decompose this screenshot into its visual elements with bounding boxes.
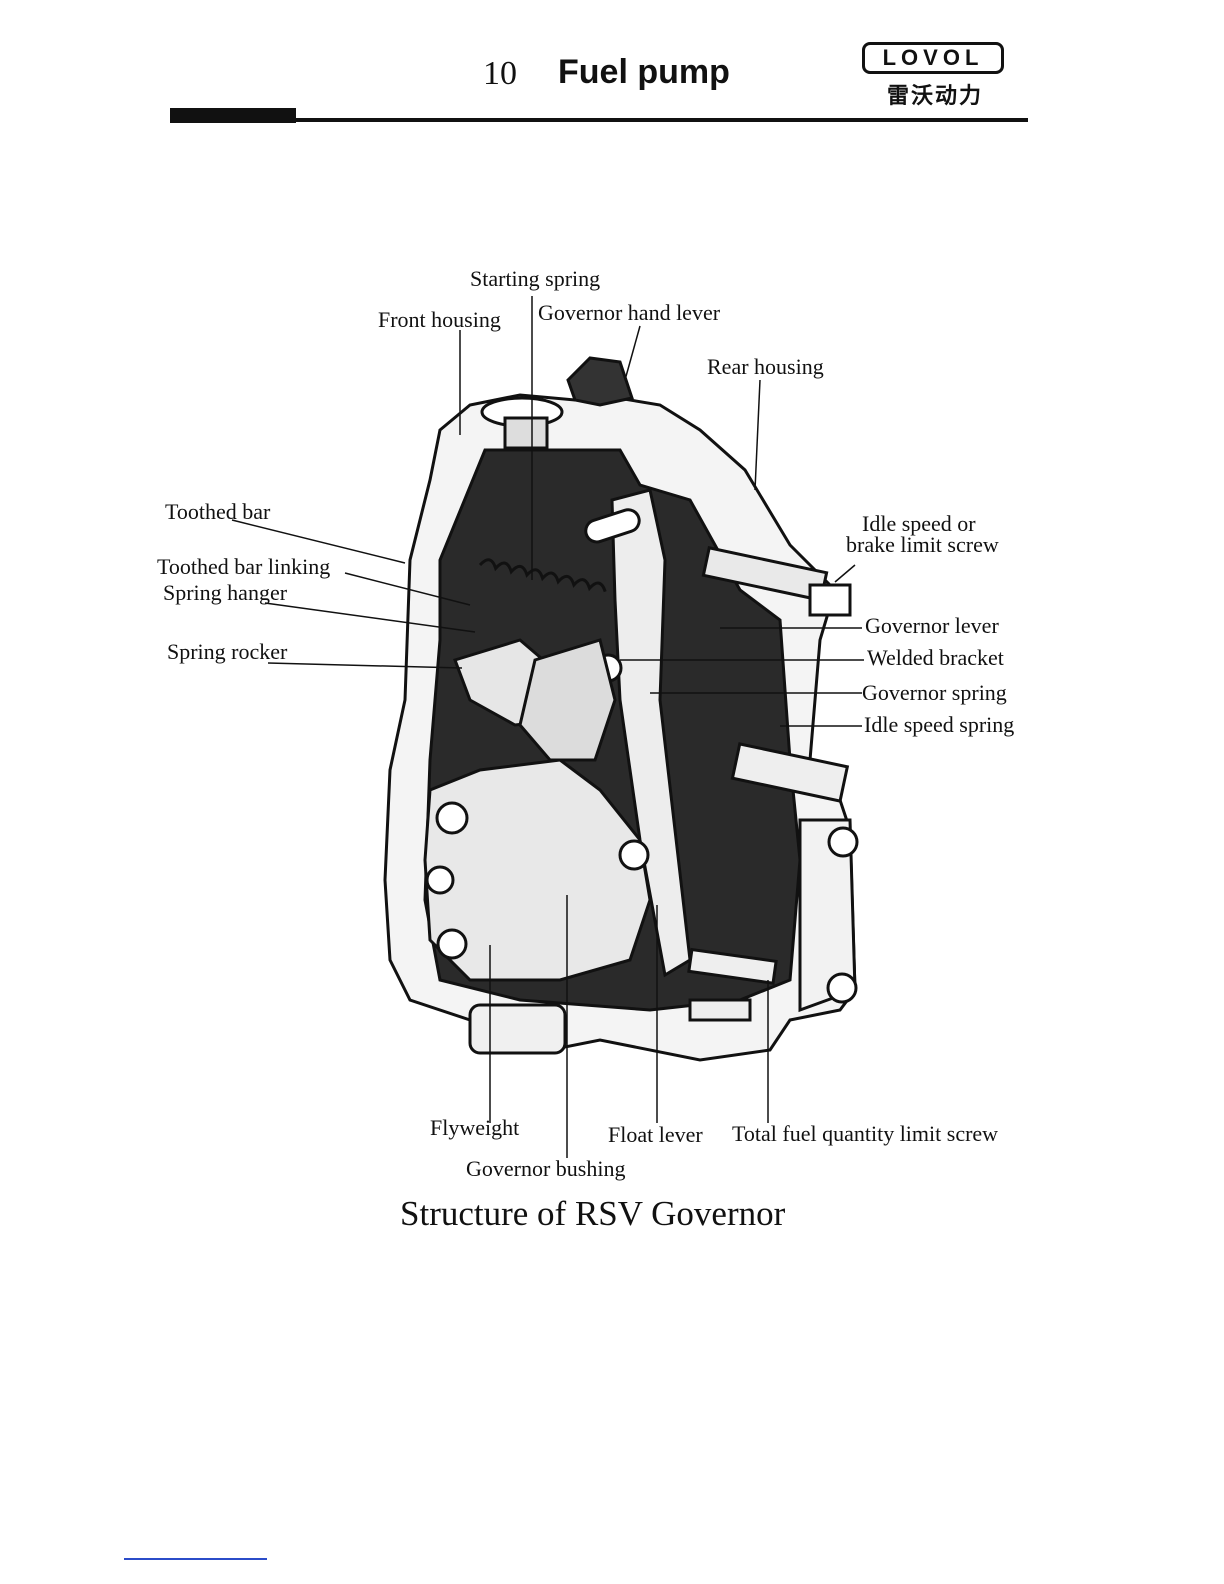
starting-spring-coil bbox=[478, 558, 607, 593]
label-governor-spring: Governor spring bbox=[862, 680, 1007, 705]
hand-lever-knob bbox=[566, 356, 634, 407]
label-toothed-bar: Toothed bar bbox=[165, 499, 271, 524]
leader-spring-hanger bbox=[264, 602, 476, 633]
leader-toothed-bar bbox=[231, 519, 406, 564]
label-starting-spring: Starting spring bbox=[470, 266, 601, 291]
flyweight-body bbox=[423, 758, 652, 982]
chapter-number: 10 bbox=[483, 55, 517, 92]
label-toothed-bar-linking: Toothed bar linking bbox=[157, 554, 331, 579]
label-governor-lever: Governor lever bbox=[865, 613, 999, 638]
idle-speed-spring-housing bbox=[730, 742, 850, 803]
label-welded-bracket: Welded bracket bbox=[867, 645, 1004, 670]
governor-lever-shape bbox=[610, 488, 692, 978]
footnote-rule bbox=[124, 1558, 267, 1560]
flyweight-pin-middle bbox=[425, 865, 455, 895]
logo-wordmark: LOVOL bbox=[882, 45, 984, 70]
label-idle-speed-spring: Idle speed spring bbox=[864, 712, 1015, 737]
housing-bolt-upper bbox=[827, 826, 859, 858]
header-rule bbox=[170, 118, 1028, 122]
flyweight-pin-lower bbox=[436, 928, 468, 960]
chapter-title: Fuel pump bbox=[558, 53, 730, 91]
logo-chinese-text: 雷沃动力 bbox=[886, 84, 983, 109]
label-flyweight: Flyweight bbox=[430, 1115, 520, 1140]
label-total-fuel-quantity-limit-screw: Total fuel quantity limit screw bbox=[732, 1121, 999, 1146]
label-idle-speed-line1: Idle speed or bbox=[862, 511, 976, 536]
float-lever-pivot bbox=[618, 839, 650, 871]
label-governor-hand-lever: Governor hand lever bbox=[538, 300, 721, 325]
governor-spring-shape bbox=[518, 638, 617, 762]
float-lever-stop bbox=[688, 998, 752, 1022]
housing-bolt-lower bbox=[826, 972, 858, 1004]
label-governor-bushing: Governor bushing bbox=[466, 1156, 626, 1181]
figure-caption: Structure of RSV Governor bbox=[400, 1194, 786, 1233]
front-cap-neck bbox=[503, 416, 549, 450]
label-float-lever: Float lever bbox=[608, 1122, 703, 1147]
flyweight-pin-upper bbox=[435, 801, 469, 835]
logo-badge: LOVOL bbox=[862, 42, 1004, 74]
label-front-housing: Front housing bbox=[378, 307, 501, 332]
label-spring-hanger: Spring hanger bbox=[163, 580, 288, 605]
leader-toothed-bar-linking bbox=[344, 572, 471, 606]
total-fuel-limit-screw bbox=[687, 947, 778, 985]
governor-bushing-nut bbox=[468, 1003, 567, 1055]
leader-governor-hand-lever bbox=[624, 325, 641, 381]
lovol-logo: LOVOL 雷沃动力 bbox=[862, 42, 1008, 112]
label-spring-rocker: Spring rocker bbox=[167, 639, 288, 664]
leader-lines bbox=[231, 296, 864, 1158]
lever-pin bbox=[584, 508, 641, 544]
leader-spring-rocker bbox=[267, 662, 463, 669]
governor-illustration bbox=[383, 356, 859, 1062]
leader-rear-housing bbox=[754, 379, 761, 491]
leader-idle-limit-screw bbox=[834, 564, 856, 583]
label-idle-speed-line2: brake limit screw bbox=[846, 532, 999, 557]
label-rear-housing: Rear housing bbox=[707, 354, 824, 379]
idle-speed-screw-nut bbox=[808, 583, 852, 617]
